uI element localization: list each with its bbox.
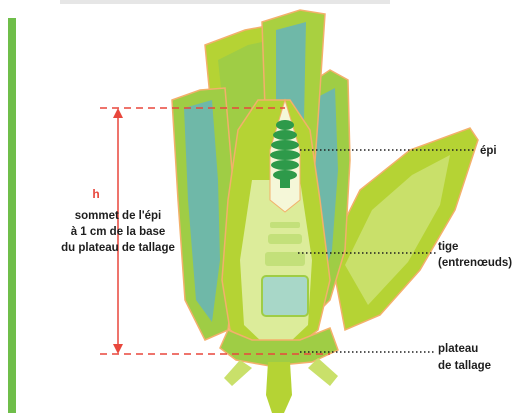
top-cropped-strip [60, 0, 390, 4]
root-stem [266, 362, 292, 413]
measure-arrow-top [113, 108, 123, 118]
label-epi: épi [480, 145, 497, 157]
label-measure-line3: du plateau de tallage [61, 242, 175, 254]
label-h: h [92, 187, 99, 201]
label-plateau-line2: de tallage [438, 360, 491, 372]
label-measure-line2: à 1 cm de la base [71, 226, 166, 238]
left-accent-bar [8, 18, 16, 413]
root-left [224, 360, 252, 386]
measure-arrow-bottom [113, 344, 123, 354]
label-measure-line1: sommet de l'épi [75, 210, 161, 222]
label-plateau-line1: plateau [438, 343, 478, 355]
label-tige-line1: tige [438, 241, 458, 253]
label-tige-line2: (entrenœuds) [438, 257, 512, 269]
